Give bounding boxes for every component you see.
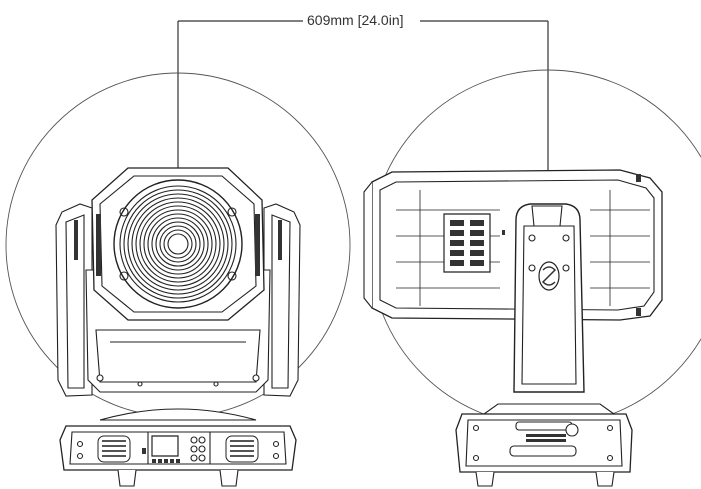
side-view [364,170,662,486]
front-head-vents [74,214,282,276]
front-left-yoke-arm [56,204,92,396]
front-view [56,168,300,486]
front-base-grille-left [98,436,130,462]
front-foot-left [118,470,136,486]
front-head-housing [92,168,264,320]
front-base-grille-right [226,436,258,462]
side-foot-right [596,472,614,486]
side-base-top [484,404,614,414]
front-right-yoke-arm [264,204,300,396]
side-base [456,414,632,472]
side-yoke-arm [514,204,584,392]
dimension-label: 609mm [24.0in] [305,12,406,28]
front-base-top [100,409,256,420]
side-base-slot-top [516,422,572,430]
side-head-ribs [396,190,650,306]
side-foot-left [476,472,494,486]
side-logo-badge [539,262,559,290]
front-foot-right [220,470,238,486]
front-display-screen [152,436,178,456]
front-lens [114,180,242,308]
side-vent-block [444,174,641,316]
side-base-slot-bottom [510,446,576,456]
